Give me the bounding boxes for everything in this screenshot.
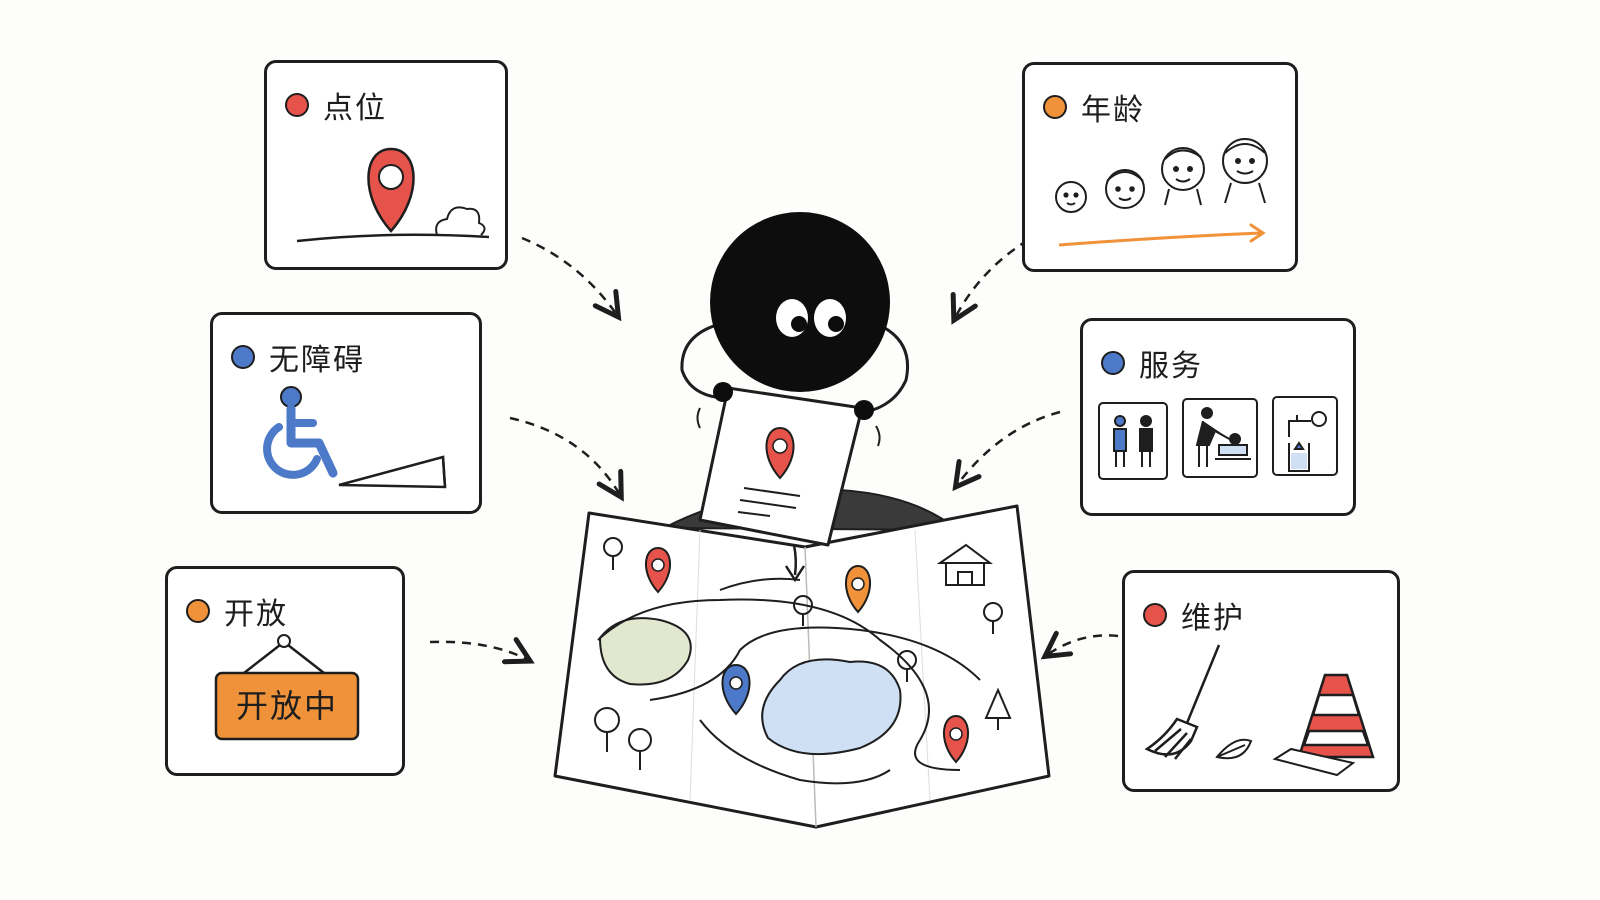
status-dot-red [1143,603,1167,627]
status-dot-orange [186,599,210,623]
card-title-open: 开放 [224,597,288,632]
arrow-service [957,410,1061,485]
character-arm-right [865,320,910,414]
restroom-icon [1098,402,1168,480]
water-station-icon [1272,396,1338,476]
card-accessibility: 无障碍 [210,312,482,514]
card-maintenance: 维护 [1122,570,1400,792]
map-pin-blue [721,663,751,716]
card-age: 年龄 [1022,62,1298,272]
age-faces-icon [1055,138,1268,247]
sign-text-open: 开放中 [236,687,338,725]
map-pin-icon [296,147,490,243]
card-title-age: 年龄 [1081,93,1145,128]
arrow-accessibility [509,416,620,495]
arrow-maintenance [1047,635,1119,655]
card-title-accessibility: 无障碍 [269,343,365,378]
arrows [429,236,1119,660]
status-dot-blue [231,345,255,369]
leaf-icon [1215,738,1253,760]
card-title-location: 点位 [323,91,387,126]
card-open: 开放 开放中 [165,566,405,776]
map-pin-red-2 [942,714,970,764]
card-location: 点位 [264,60,508,270]
arrow-open [429,642,528,660]
status-dot-blue [1101,351,1125,375]
black-blob-character [710,212,890,392]
open-sign-icon: 开放中 [214,634,360,741]
status-dot-orange [1043,95,1067,119]
card-title-maintenance: 维护 [1181,601,1245,636]
broom-icon [1144,644,1221,760]
map-pin-orange [844,564,872,614]
wheelchair-ramp-icon [263,386,447,489]
service-icons [1098,396,1338,480]
lake [761,658,902,756]
card-title-service: 服务 [1139,349,1203,384]
card-service: 服务 [1080,318,1356,516]
park-map [553,504,1051,829]
status-dot-red [285,93,309,117]
traffic-cone-icon [1272,673,1375,777]
map-pin-red-1 [644,546,672,594]
arrow-age [955,238,1029,318]
held-paper [696,382,881,583]
arrow-location [521,236,617,315]
baby-changing-icon [1182,398,1258,478]
broom-cone-icon [1144,644,1375,777]
character-arm-left [680,320,729,400]
